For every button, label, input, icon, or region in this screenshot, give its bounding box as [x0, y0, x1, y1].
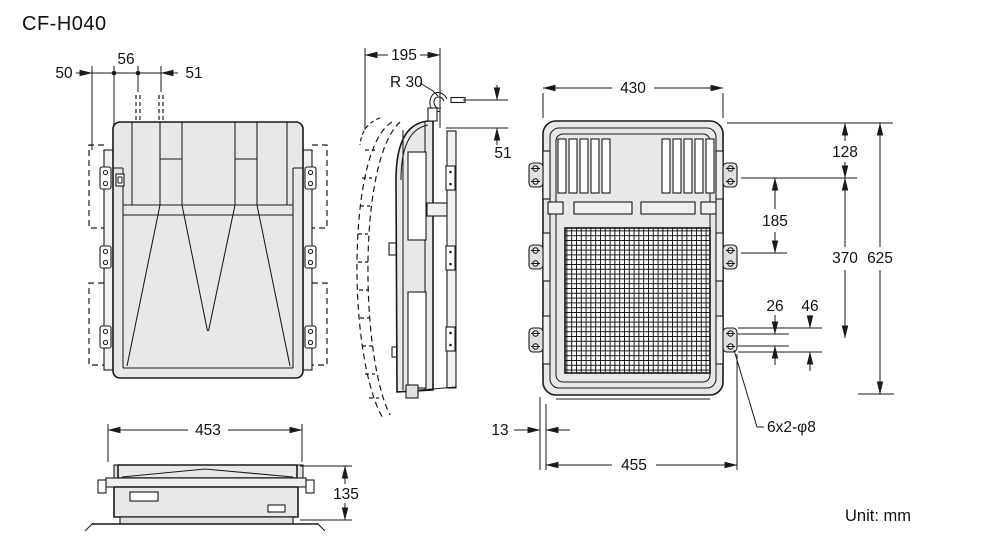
rear-view [528, 120, 738, 400]
dim-185: 185 [762, 213, 788, 230]
dim-51-side: 51 [494, 145, 511, 162]
hole-callout: 6x2-φ8 [767, 419, 816, 436]
dim-50: 50 [55, 65, 73, 82]
front-top-dimensions: 50 56 51 [55, 51, 203, 150]
radius-callout: R 30 [390, 74, 423, 91]
dim-455: 455 [621, 457, 647, 474]
dim-195: 195 [391, 47, 417, 64]
dim-128: 128 [832, 144, 858, 161]
rear-mount-brackets [528, 150, 738, 365]
dim-625: 625 [867, 250, 893, 267]
vent-slots [557, 138, 715, 194]
front-view [88, 95, 328, 379]
dim-56: 56 [117, 51, 134, 68]
mesh-grille [564, 227, 711, 374]
dim-46: 46 [801, 298, 818, 315]
dim-370: 370 [832, 250, 858, 267]
dim-13: 13 [491, 422, 508, 439]
front-mount-brackets [99, 166, 317, 349]
page-title: CF-H040 [22, 13, 107, 35]
dim-453: 453 [195, 422, 221, 439]
bottom-view: 453 135 [84, 422, 359, 532]
dim-51-top: 51 [185, 65, 202, 82]
side-view: 195 R 30 51 [356, 47, 512, 419]
front-body [112, 121, 304, 379]
dim-26: 26 [766, 298, 783, 315]
dim-430: 430 [620, 80, 646, 97]
unit-label: Unit: mm [845, 507, 911, 525]
rear-dimensions: 430 128 185 370 625 26 46 13 [491, 80, 894, 474]
hanger-hook [427, 91, 466, 122]
dim-135: 135 [333, 486, 359, 503]
side-hinges [445, 165, 456, 352]
